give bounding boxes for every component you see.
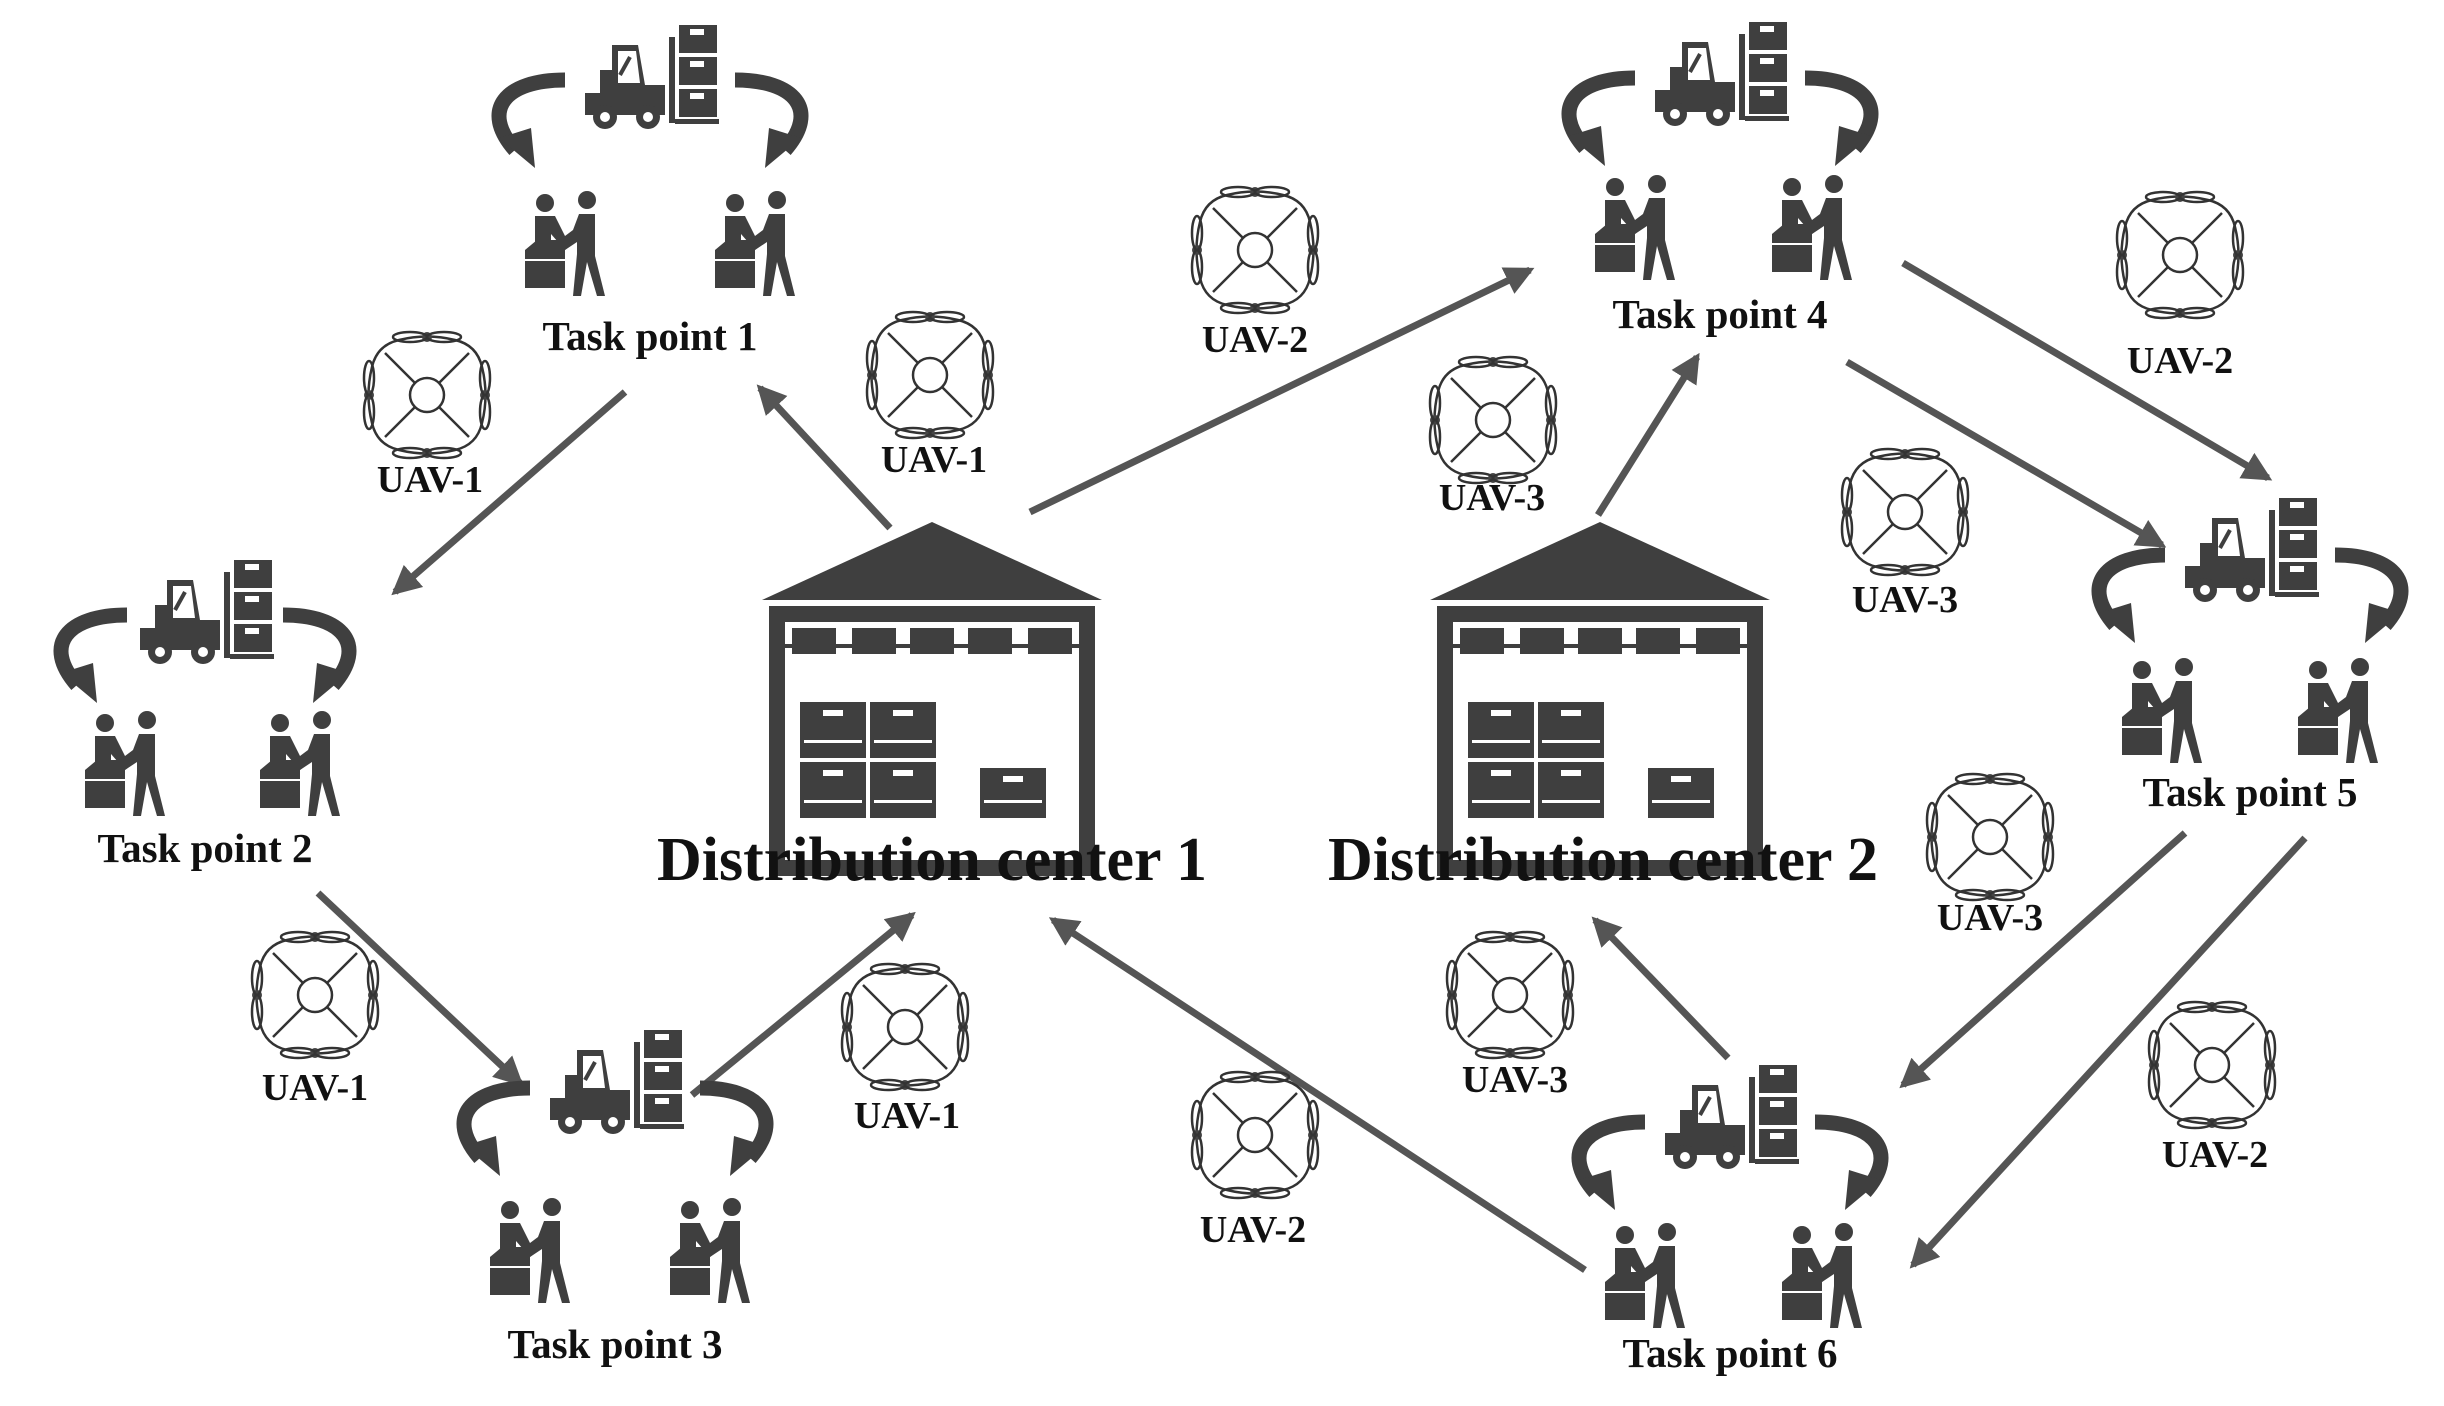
uav-label: UAV-3 — [1937, 897, 2043, 939]
warehouse-icon — [1430, 522, 1770, 876]
quadcopter-drone-icon — [1925, 772, 2055, 902]
quadcopter-drone-icon — [840, 962, 970, 1092]
quadcopter-drone-icon — [2115, 190, 2245, 320]
forklift-icon — [1653, 20, 1791, 128]
route-arrow-dc1-to-tp1 — [756, 384, 893, 531]
uav-marker-uav1-dc1-tp1: UAV-1 — [865, 310, 995, 481]
curved-arrow-icon — [1805, 78, 1871, 166]
task-point-3: Task point 3 — [464, 1028, 766, 1367]
route-arrow-tp1-to-tp2 — [391, 389, 628, 596]
uav-marker-uav2-tp6-dc1: UAV-2 — [1190, 1070, 1320, 1251]
uav-markers: UAV-1 UAV-1 UAV-1 UAV-1 UAV-2 UAV-2 UAV-… — [250, 185, 2277, 1251]
task-point-1: Task point 1 — [499, 23, 801, 359]
worker-handing-box-icon — [1604, 1222, 1686, 1329]
route-arrow-tp6-to-dc1 — [1048, 917, 1587, 1273]
worker-handing-box-icon — [2297, 657, 2379, 764]
warehouse-icon — [762, 522, 1102, 876]
task-point-6: Task point 6 — [1579, 1063, 1881, 1376]
quadcopter-drone-icon — [865, 310, 995, 440]
task-point-label: Task point 5 — [2143, 769, 2358, 815]
curved-arrow-icon — [1579, 1122, 1645, 1210]
quadcopter-drone-icon — [1190, 185, 1320, 315]
uav-label: UAV-1 — [377, 459, 483, 501]
uav-marker-uav3-dc2-tp4: UAV-3 — [1428, 355, 1558, 519]
route-arrow-dc2-to-tp4 — [1595, 352, 1700, 517]
route-arrow-tp4-to-tp5-uav3 — [1845, 358, 2167, 549]
uav-marker-uav3-tp6-dc2: UAV-3 — [1445, 930, 1575, 1101]
quadcopter-drone-icon — [1428, 355, 1558, 485]
worker-handing-box-icon — [1594, 174, 1676, 281]
worker-handing-box-icon — [259, 710, 341, 817]
task-point-label: Task point 2 — [98, 825, 313, 871]
curved-arrow-icon — [1569, 78, 1635, 166]
worker-handing-box-icon — [524, 190, 606, 297]
task-point-label: Task point 6 — [1623, 1330, 1838, 1376]
task-point-label: Task point 3 — [508, 1321, 723, 1367]
worker-handing-box-icon — [714, 190, 796, 297]
curved-arrow-icon — [2099, 555, 2165, 643]
uav-marker-uav2-tp4-tp5: UAV-2 — [2115, 190, 2245, 382]
task-point-5: Task point 5 — [2099, 496, 2401, 815]
distribution-center-label: Distribution center 2 — [1328, 826, 1878, 894]
uav-label: UAV-3 — [1852, 579, 1958, 621]
quadcopter-drone-icon — [362, 330, 492, 460]
uav-marker-uav2-dc1-tp4: UAV-2 — [1190, 185, 1320, 361]
distribution-center-2: Distribution center 2 — [1328, 522, 1878, 894]
forklift-icon — [1663, 1063, 1801, 1171]
uav-marker-uav1-tp1-tp2: UAV-1 — [362, 330, 492, 501]
route-arrow-tp5-to-tp6-uav3 — [1899, 830, 2188, 1089]
route-arrow-tp4-to-tp5-uav2 — [1901, 259, 2273, 482]
forklift-icon — [2183, 496, 2321, 604]
uav-label: UAV-3 — [1439, 477, 1545, 519]
forklift-icon — [548, 1028, 686, 1136]
uav-label: UAV-2 — [1200, 1209, 1306, 1251]
distribution-center-1: Distribution center 1 — [657, 522, 1207, 894]
route-arrow-dc1-to-tp4 — [1028, 266, 1535, 516]
route-arrows — [315, 259, 2308, 1273]
uav-marker-uav3-tp4-tp5: UAV-3 — [1840, 447, 1970, 621]
uav-label: UAV-3 — [1462, 1059, 1568, 1101]
uav-marker-uav3-tp5-tp6: UAV-3 — [1925, 772, 2055, 939]
uav-label: UAV-1 — [262, 1067, 368, 1109]
task-point-label: Task point 4 — [1613, 291, 1828, 337]
uav-label: UAV-1 — [881, 439, 987, 481]
route-arrow-tp5-to-tp6-uav2 — [1909, 835, 2308, 1269]
curved-arrow-icon — [61, 615, 127, 703]
uav-label: UAV-1 — [854, 1095, 960, 1137]
uav-marker-uav1-tp2-tp3: UAV-1 — [250, 930, 380, 1109]
forklift-icon — [138, 558, 276, 666]
curved-arrow-icon — [1815, 1122, 1881, 1210]
route-arrow-tp3-to-dc1 — [689, 911, 916, 1098]
route-arrow-tp2-to-tp3 — [315, 890, 524, 1087]
quadcopter-drone-icon — [2147, 1000, 2277, 1130]
task-point-4: Task point 4 — [1569, 20, 1871, 337]
worker-handing-box-icon — [84, 710, 166, 817]
uav-label: UAV-2 — [2127, 340, 2233, 382]
task-point-label: Task point 1 — [543, 313, 758, 359]
uav-label: UAV-2 — [1202, 319, 1308, 361]
quadcopter-drone-icon — [1190, 1070, 1320, 1200]
curved-arrow-icon — [283, 615, 349, 703]
worker-handing-box-icon — [489, 1197, 571, 1304]
curved-arrow-icon — [499, 80, 565, 168]
worker-handing-box-icon — [2121, 657, 2203, 764]
worker-handing-box-icon — [669, 1197, 751, 1304]
forklift-icon — [583, 23, 721, 131]
curved-arrow-icon — [464, 1088, 530, 1176]
uav-label: UAV-2 — [2162, 1134, 2268, 1176]
worker-handing-box-icon — [1771, 174, 1853, 281]
quadcopter-drone-icon — [1840, 447, 1970, 577]
quadcopter-drone-icon — [1445, 930, 1575, 1060]
worker-handing-box-icon — [1781, 1222, 1863, 1329]
distribution-center-label: Distribution center 1 — [657, 826, 1207, 894]
quadcopter-drone-icon — [250, 930, 380, 1060]
uav-marker-uav1-tp3-dc1: UAV-1 — [840, 962, 970, 1137]
curved-arrow-icon — [700, 1088, 766, 1176]
uav-marker-uav2-tp5-tp6: UAV-2 — [2147, 1000, 2277, 1176]
task-point-2: Task point 2 — [61, 558, 349, 871]
curved-arrow-icon — [735, 80, 801, 168]
route-arrow-tp6-to-dc2 — [1591, 916, 1731, 1061]
curved-arrow-icon — [2335, 555, 2401, 643]
